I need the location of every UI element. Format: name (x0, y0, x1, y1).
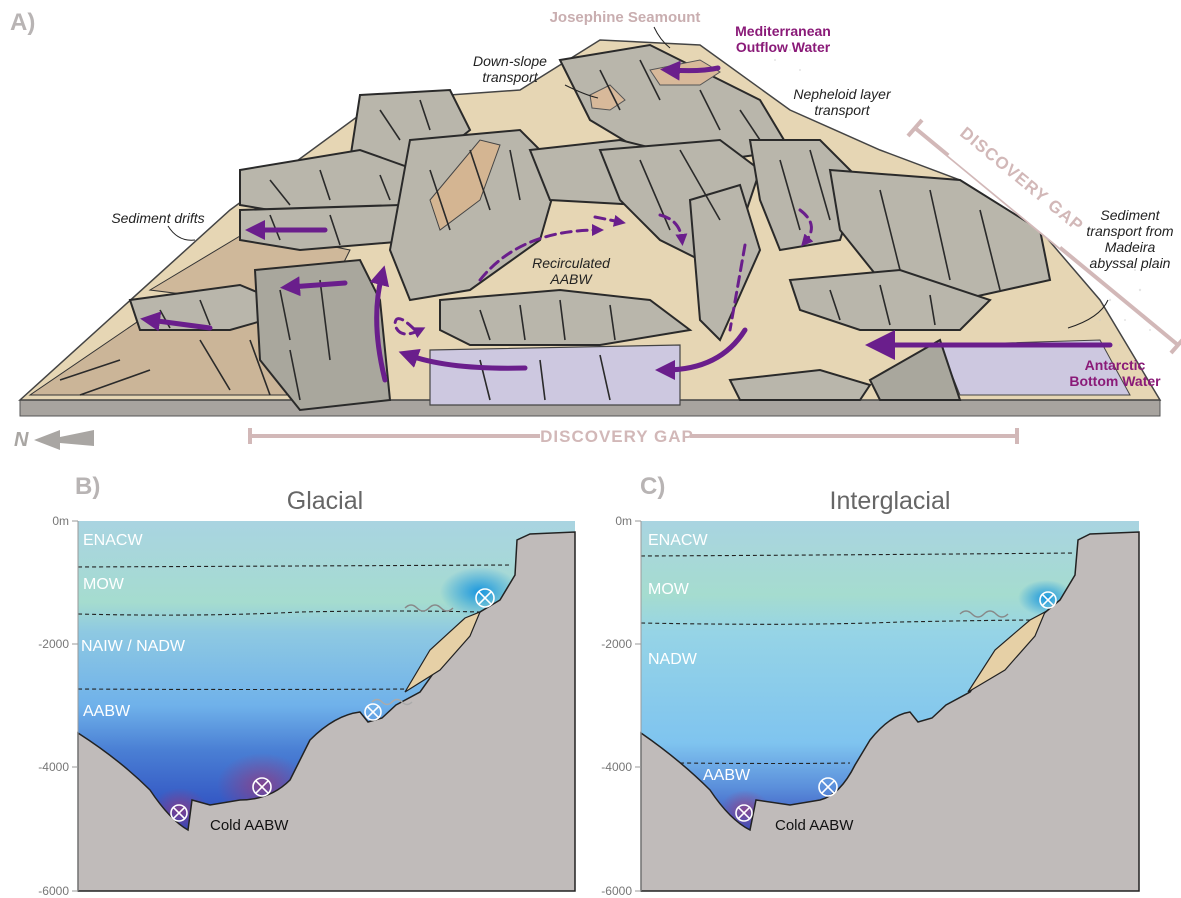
channel-floor (430, 345, 680, 405)
panel-a: A) (10, 9, 1181, 451)
y-tick: -2000 (38, 637, 69, 651)
panel-a-letter: A) (10, 9, 35, 36)
y-tick: 0m (52, 514, 69, 528)
madeira-label-line2: transport from (1086, 223, 1173, 239)
downslope-label-line2: transport (482, 69, 538, 85)
cold-aabw-label: Cold AABW (775, 817, 854, 834)
water-mass-label: AABW (703, 767, 751, 784)
mow-label-line2: Outflow Water (736, 39, 831, 55)
y-axis: 0m -2000 -4000 -6000 (38, 514, 78, 898)
downslope-label-line1: Down-slope (473, 53, 547, 69)
y-tick: -2000 (601, 637, 632, 651)
water-mass-label: NAIW / NADW (81, 638, 186, 655)
y-tick: -6000 (38, 884, 69, 898)
madeira-label-line4: abyssal plain (1090, 255, 1171, 271)
recirculated-label-line1: Recirculated (532, 255, 611, 271)
panel-c-letter: C) (640, 473, 665, 500)
water-mass-label: MOW (83, 576, 125, 593)
cold-aabw-label: Cold AABW (210, 817, 289, 834)
y-tick: -6000 (601, 884, 632, 898)
water-mass-label: AABW (83, 703, 131, 720)
panel-b: B) Glacial (38, 473, 575, 898)
mow-flow-arrow (670, 68, 718, 71)
nepheloid-label-line2: transport (814, 102, 870, 118)
aabw-label-line1: Antarctic (1085, 357, 1146, 373)
mow-label-line1: Mediterranean (735, 23, 831, 39)
aabw-label-line2: Bottom Water (1069, 373, 1161, 389)
recirculated-label-line2: AABW (549, 271, 593, 287)
josephine-seamount-label: Josephine Seamount (550, 9, 701, 26)
madeira-label-line3: Madeira (1105, 239, 1156, 255)
compass-arrow-icon: N (14, 429, 94, 451)
water-mass-label: NADW (648, 651, 698, 668)
y-tick: 0m (615, 514, 632, 528)
panel-c: C) Interglacial 0m -2000 (601, 473, 1139, 898)
water-mass-label: ENACW (83, 532, 143, 549)
water-mass-label: MOW (648, 581, 690, 598)
discovery-gap-bottom: DISCOVERY GAP (250, 427, 1017, 446)
y-tick: -4000 (38, 760, 69, 774)
panel-c-title: Interglacial (830, 487, 951, 515)
panel-b-letter: B) (75, 473, 100, 500)
madeira-label-line1: Sediment (1100, 207, 1160, 223)
discovery-gap-bottom-label: DISCOVERY GAP (540, 427, 694, 446)
sediment-drifts-label: Sediment drifts (111, 210, 204, 226)
y-tick: -4000 (601, 760, 632, 774)
panel-b-title: Glacial (287, 487, 363, 515)
north-label: N (14, 429, 29, 451)
y-axis: 0m -2000 -4000 -6000 (601, 514, 641, 898)
water-mass-label: ENACW (648, 532, 708, 549)
nepheloid-label-line1: Nepheloid layer (793, 86, 892, 102)
